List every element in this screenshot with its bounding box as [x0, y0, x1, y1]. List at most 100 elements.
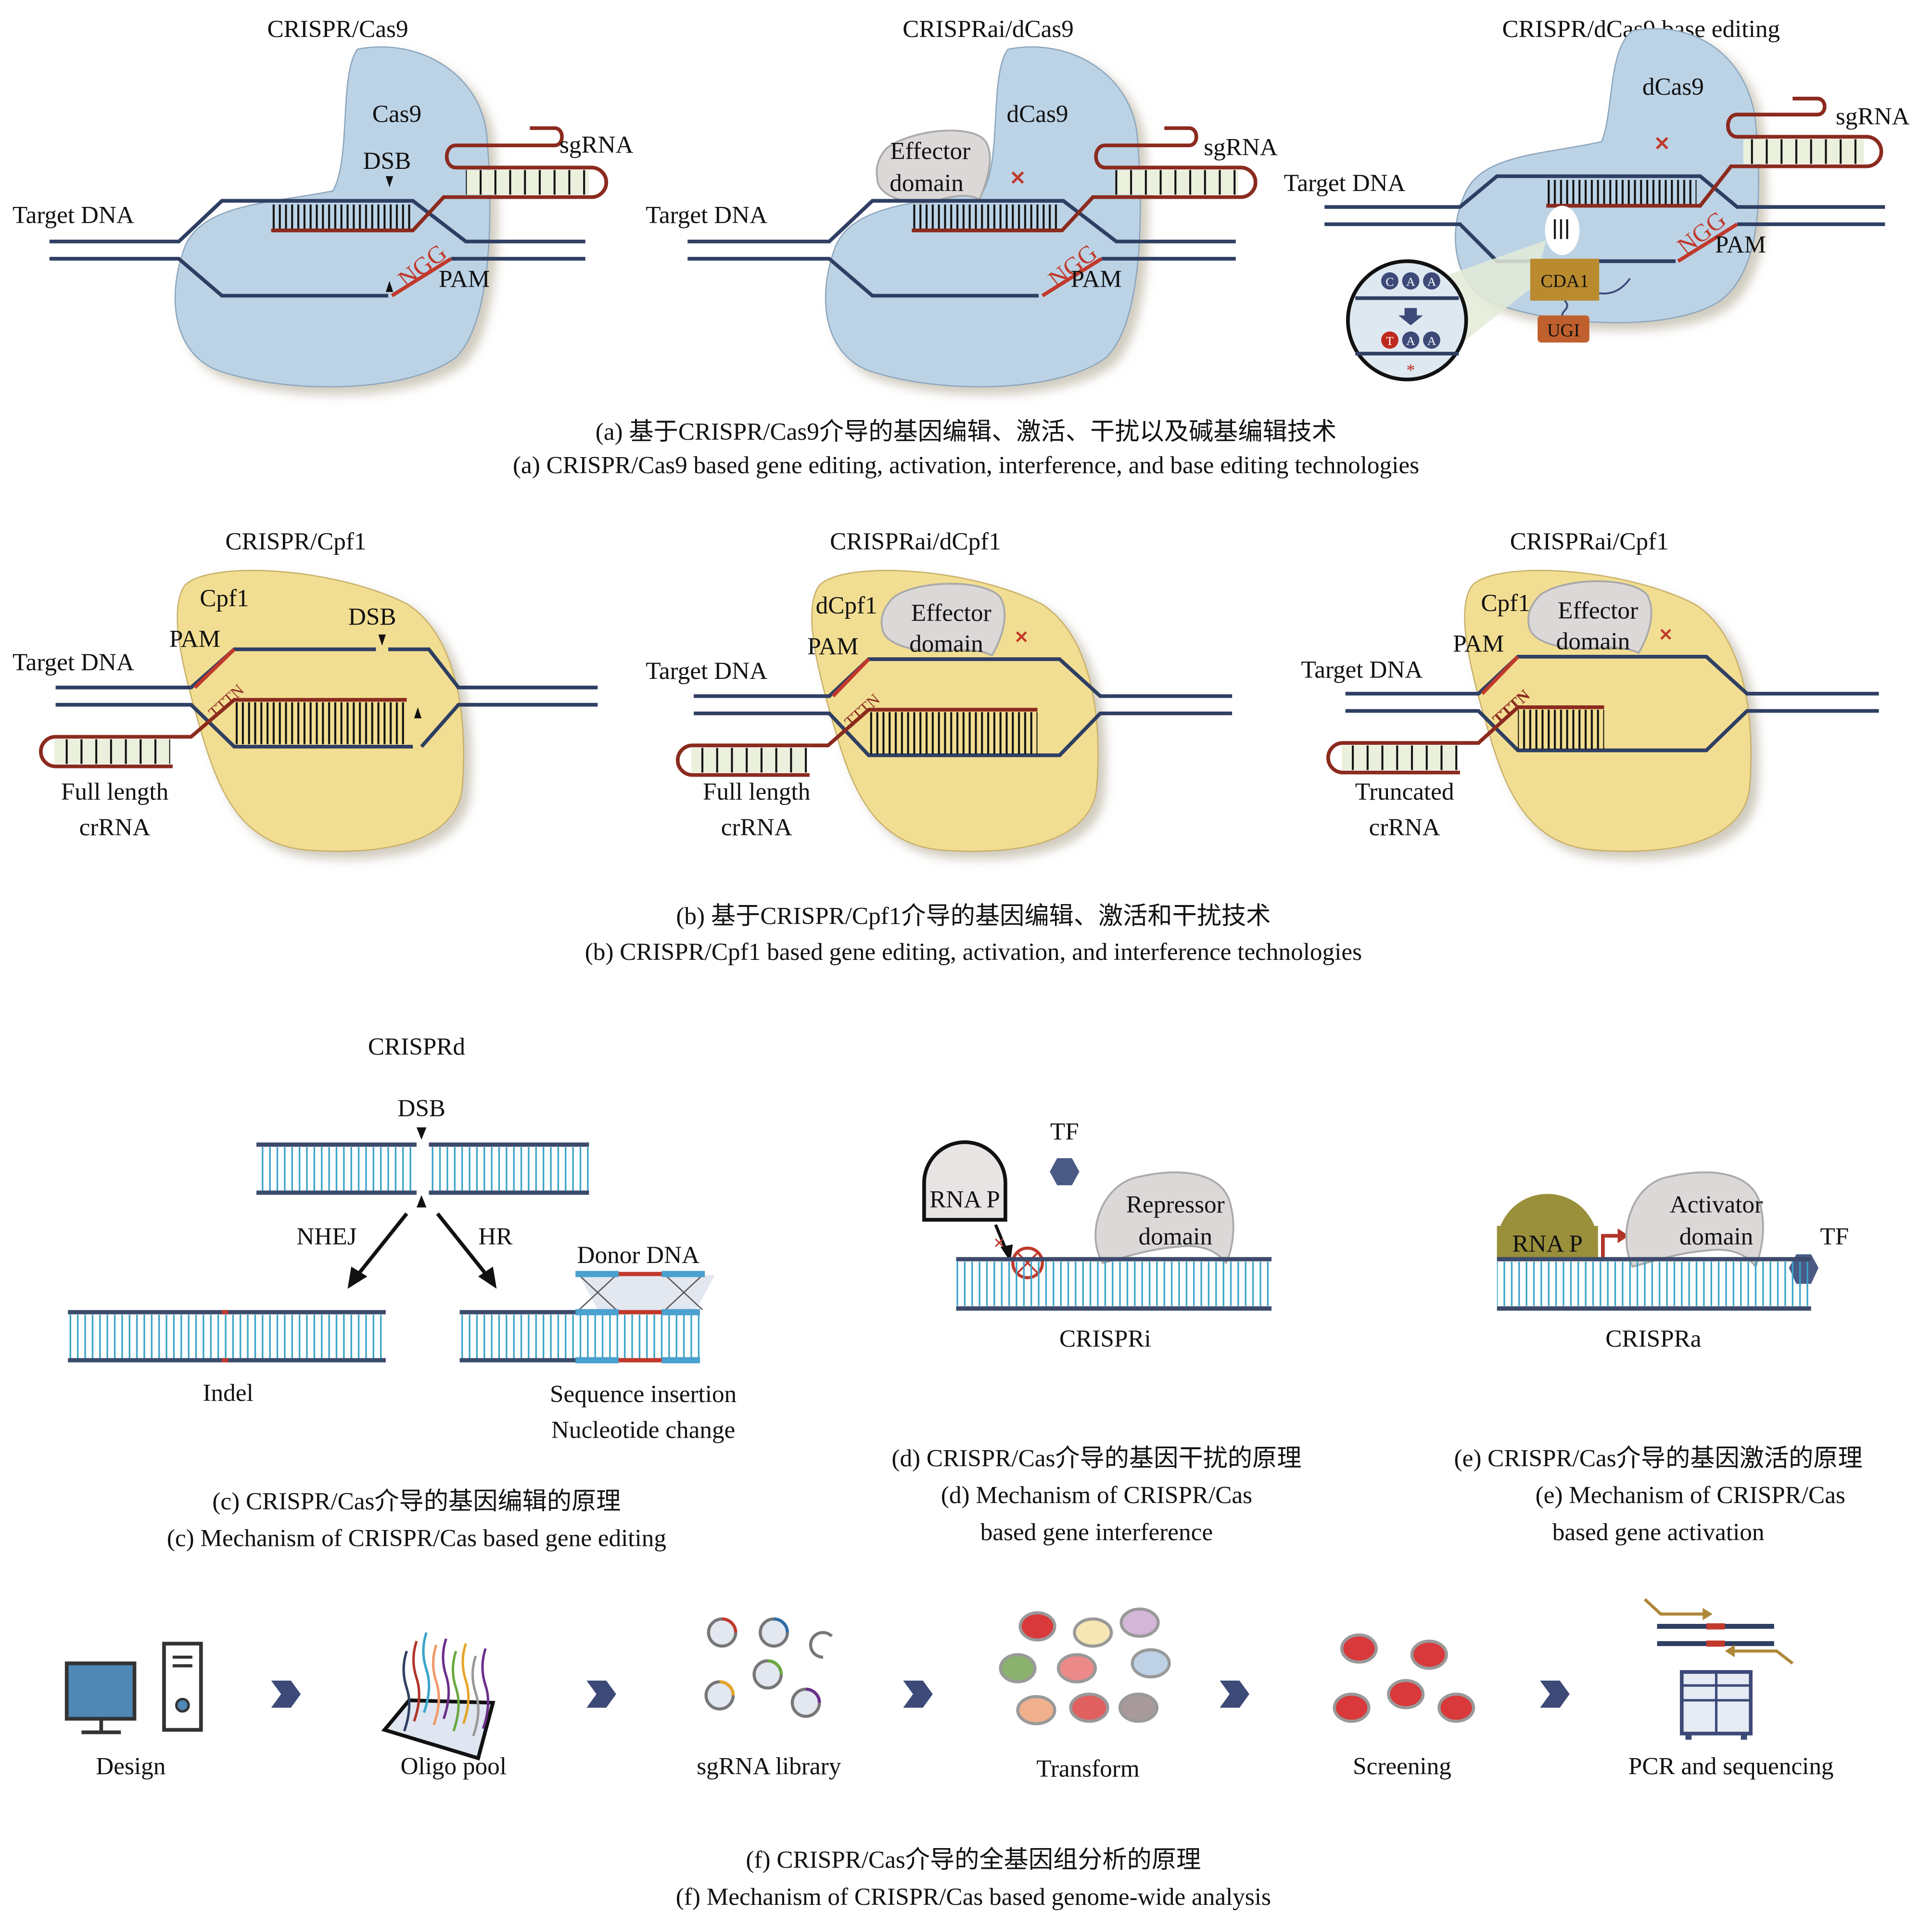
cpf1-crrna-line2: crRNA — [79, 814, 151, 841]
dcas9-dna-top-strand — [687, 199, 1236, 243]
ugi-label: UGI — [1547, 320, 1580, 341]
mutation-asterisk: * — [1406, 360, 1415, 380]
rna-polymerase-shape — [922, 1140, 1007, 1222]
dcpf1-pam-segment — [831, 658, 870, 698]
activator-line2: domain — [1679, 1223, 1754, 1250]
cpf1-crrna-line1: Full length — [61, 778, 168, 805]
base-after-1: A — [1406, 334, 1415, 348]
base-editor-pam-label: PAM — [1715, 231, 1766, 258]
outcome-line1: Sequence insertion — [550, 1380, 737, 1408]
base-editing-diagram: CRISPR/dCas9 base editing dCas9 ✕ Target… — [1284, 15, 1910, 382]
dcas9-pam-label: PAM — [1071, 266, 1122, 293]
cas9-sgrna-stem — [466, 170, 589, 195]
dcas9-sgrna-label: sgRNA — [1204, 134, 1278, 161]
repressor-line1: Repressor — [1126, 1191, 1225, 1218]
cpf1-ai-diagram: CRISPRai/Cpf1 Effector domain Cpf1 ✕ PAM… — [1301, 528, 1879, 852]
dsb-top-marker-icon — [378, 634, 386, 646]
cpf1-ai-pam-segment — [1481, 655, 1519, 695]
effector-domain-shape — [1527, 580, 1652, 654]
base-editor-sgrna-spacer — [1546, 164, 1750, 208]
cas9-dna-top-strand — [49, 199, 585, 243]
selected-cells-icon — [1333, 1633, 1475, 1723]
dsb-bottom-marker-icon — [414, 707, 422, 718]
crispra-rnap-label: RNA P — [1512, 1230, 1583, 1258]
cpf1-ai-protein-label: Cpf1 — [1481, 589, 1530, 617]
dcpf1-dna-bottom-strand — [694, 711, 1233, 757]
dcpf1-dna-top-strand — [694, 657, 1233, 698]
chevron-right-icon — [271, 1680, 301, 1708]
crispri-rnap-label: RNA P — [929, 1186, 1000, 1213]
base-before-1: A — [1406, 275, 1415, 289]
base-editor-pam-segment — [1677, 222, 1739, 263]
base-editor-sgrna-hairpin — [1726, 97, 1883, 168]
cda1-label: CDA1 — [1540, 271, 1589, 292]
outcome-line2: Nucleotide change — [551, 1416, 735, 1443]
panel-c-caption-en: (c) Mechanism of CRISPR/Cas based gene e… — [167, 1525, 666, 1552]
step-label-sgrna-library: sgRNA library — [697, 1752, 841, 1780]
cas9-diagram: CRISPR/Cas9 Cas9 DSB Target DNA sgRNA NG… — [13, 15, 634, 388]
cpf1-rna-dna-hybrid — [234, 702, 405, 744]
repressor-domain-shape — [1094, 1171, 1234, 1265]
cpf1-crrna-spacer — [172, 698, 407, 739]
linker-to-dcas9 — [1599, 278, 1631, 295]
cpf1-dsb-label: DSB — [348, 603, 396, 630]
broken-dna-left — [256, 1142, 417, 1195]
dcpf1-ai-title: CRISPRai/dCpf1 — [830, 528, 1001, 555]
panel-c-title: CRISPRd — [368, 1033, 465, 1060]
cas9-dsb-label: DSB — [363, 147, 411, 175]
cpf1-ai-crrna-handle — [1326, 741, 1460, 775]
dcas9-pam-segment — [1041, 257, 1103, 297]
panel-a-caption-cn: (a) 基于CRISPR/Cas9介导的基因编辑、激活、干扰以及碱基编辑技术 — [596, 418, 1336, 446]
nhej-arrow-icon — [347, 1212, 408, 1289]
dsb-bottom-marker-icon — [416, 1195, 427, 1208]
dcas9-ai-diagram: CRISPRai/dCas9 Effector domain dCas9 ✕ T… — [646, 15, 1278, 388]
base-after-0: T — [1386, 334, 1394, 348]
base-editor-sgrna-label: sgRNA — [1836, 103, 1910, 130]
sequencer-icon — [1643, 1598, 1794, 1740]
inset-bases-before: C A A — [1381, 272, 1440, 290]
inactive-nuclease-x-icon: ✕ — [1009, 167, 1026, 189]
dcas9-ai-title: CRISPRai/dCas9 — [902, 15, 1074, 43]
cpf1-ai-effector-line1: Effector — [1558, 597, 1638, 624]
panel-d: TF RNA P ✕ Repressor domain CRISPRi (d) … — [891, 1118, 1301, 1546]
panel-e-caption-en-line2: based gene activation — [1552, 1519, 1765, 1546]
base-editor-target-dna-label: Target DNA — [1284, 169, 1406, 197]
base-editor-dna-top-strand — [1324, 174, 1885, 209]
effector-domain-shape — [880, 583, 1006, 657]
cpf1-pam-segment — [193, 648, 236, 689]
broken-dna-right — [429, 1142, 589, 1195]
dcas9-dna-bottom-strand — [687, 256, 1039, 298]
activator-domain-shape — [1625, 1171, 1764, 1269]
chevron-right-icon — [1220, 1680, 1249, 1708]
cpf1-target-dna-label: Target DNA — [13, 649, 134, 676]
dcas9-sgrna-stem — [1115, 170, 1238, 195]
panel-a: CRISPR/Cas9 Cas9 DSB Target DNA sgRNA NG… — [13, 15, 1910, 479]
dcpf1-pam-label: PAM — [807, 633, 858, 660]
dcpf1-effector-line1: Effector — [911, 600, 991, 627]
dcas9-effector-line1: Effector — [890, 137, 970, 165]
dcpf1-crrna-line2: crRNA — [721, 814, 792, 841]
hr-repaired-dna — [459, 1309, 700, 1364]
step-label-oligo-pool: Oligo pool — [400, 1752, 506, 1780]
cpf1-pam-label: PAM — [169, 625, 220, 652]
panel-b-caption-en: (b) CRISPR/Cpf1 based gene editing, acti… — [585, 938, 1362, 966]
conversion-arrow-icon — [1398, 308, 1424, 326]
cas9-dna-bottom-strand — [49, 256, 389, 298]
editing-window-bases — [1552, 219, 1572, 239]
oligo-pool-icon — [381, 1632, 496, 1761]
crispri-tf-label: TF — [1050, 1118, 1079, 1146]
panel-e-caption-cn: (e) CRISPR/Cas介导的基因激活的原理 — [1454, 1444, 1863, 1472]
cas9-rna-dna-hybrid — [271, 204, 412, 230]
panel-b-caption-cn: (b) 基于CRISPR/Cpf1介导的基因编辑、激活和干扰技术 — [676, 903, 1271, 930]
inset-bases-after: T A A — [1381, 331, 1440, 349]
dcpf1-crrna-spacer — [809, 708, 1038, 748]
panel-f-caption-en: (f) Mechanism of CRISPR/Cas based genome… — [676, 1883, 1271, 1911]
inactive-nuclease-x-icon: ✕ — [1014, 628, 1029, 647]
dsb-bottom-marker-icon — [385, 281, 394, 292]
inactive-nuclease-x-icon: ✕ — [1654, 132, 1670, 154]
svg-text:✕: ✕ — [993, 1235, 1005, 1251]
cda1-block — [1530, 258, 1600, 301]
dcpf1-crrna-line1: Full length — [703, 778, 810, 805]
cpf1-title: CRISPR/Cpf1 — [225, 528, 366, 555]
